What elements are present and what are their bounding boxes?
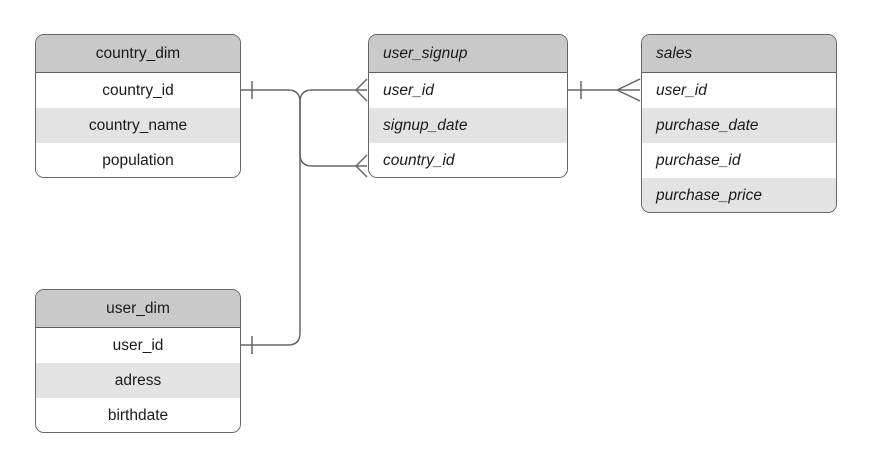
column-row-purchase-id[interactable]: purchase_id: [642, 143, 836, 178]
entity-sales[interactable]: sales user_id purchase_date purchase_id …: [641, 34, 837, 213]
entity-title-user-signup: user_signup: [369, 35, 567, 73]
column-row-purchase-price[interactable]: purchase_price: [642, 178, 836, 212]
entity-title-sales: sales: [642, 35, 836, 73]
cardinality-many-user-signup-user-id: [355, 78, 368, 102]
entity-user-dim[interactable]: user_dim user_id adress birthdate: [35, 289, 241, 433]
column-row-country-name[interactable]: country_name: [36, 108, 240, 143]
column-row-adress[interactable]: adress: [36, 363, 240, 398]
column-row-country-id[interactable]: country_id: [369, 143, 567, 177]
column-row-population[interactable]: population: [36, 143, 240, 177]
connector-country-dim-trunk: [241, 89, 356, 167]
column-row-birthdate[interactable]: birthdate: [36, 398, 240, 432]
entity-title-country-dim: country_dim: [36, 35, 240, 73]
cardinality-many-user-signup-country-id: [355, 154, 368, 178]
cardinality-many-sales-user-id: [616, 78, 641, 102]
connector-user-dim-trunk: [241, 102, 301, 346]
column-row-user-id[interactable]: user_id: [36, 328, 240, 363]
column-row-country-id[interactable]: country_id: [36, 73, 240, 108]
column-row-purchase-date[interactable]: purchase_date: [642, 108, 836, 143]
entity-user-signup[interactable]: user_signup user_id signup_date country_…: [368, 34, 568, 178]
column-row-signup-date[interactable]: signup_date: [369, 108, 567, 143]
column-row-user-id[interactable]: user_id: [369, 73, 567, 108]
connector-country-dim-branch-user-id: [299, 89, 356, 103]
entity-title-user-dim: user_dim: [36, 290, 240, 328]
column-row-user-id[interactable]: user_id: [642, 73, 836, 108]
entity-country-dim[interactable]: country_dim country_id country_name popu…: [35, 34, 241, 178]
